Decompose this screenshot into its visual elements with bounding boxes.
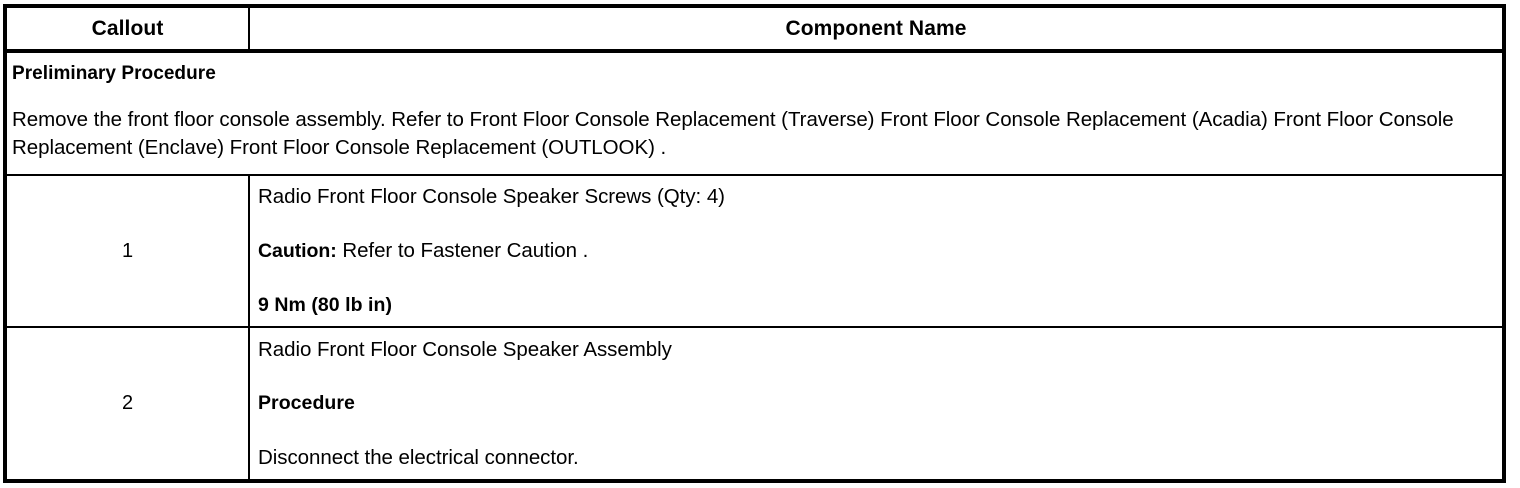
procedure-heading-2: Procedure — [258, 392, 355, 414]
caution-line-1: Caution: Refer to Fastener Caution . — [258, 237, 1496, 265]
table-row: 1 Radio Front Floor Console Speaker Scre… — [4, 174, 1505, 328]
preliminary-procedure-body: Remove the front floor console assembly.… — [12, 108, 1454, 159]
caution-label: Caution: — [258, 240, 337, 262]
component-name-2: Radio Front Floor Console Speaker Assemb… — [258, 338, 672, 361]
preliminary-procedure-title: Preliminary Procedure — [12, 63, 216, 84]
preliminary-procedure-row: Preliminary Procedure Remove the front f… — [4, 50, 1505, 176]
procedure-step-2: Disconnect the electrical connector. — [258, 446, 579, 469]
component-name-1: Radio Front Floor Console Speaker Screws… — [258, 185, 725, 208]
callout-number-1: 1 — [4, 174, 250, 328]
table-header-row: Callout Component Name — [4, 5, 1505, 53]
caution-text: Refer to Fastener Caution . — [336, 239, 589, 262]
component-cell-1: Radio Front Floor Console Speaker Screws… — [248, 174, 1505, 328]
component-lines-1: Radio Front Floor Console Speaker Screws… — [258, 183, 1496, 319]
component-cell-2: Radio Front Floor Console Speaker Assemb… — [248, 326, 1505, 482]
preliminary-procedure-cell: Preliminary Procedure Remove the front f… — [4, 50, 1505, 176]
table-row: 2 Radio Front Floor Console Speaker Asse… — [4, 326, 1505, 482]
column-header-callout: Callout — [4, 5, 250, 53]
callout-number-2: 2 — [4, 326, 250, 482]
component-lines-2: Radio Front Floor Console Speaker Assemb… — [258, 336, 1496, 471]
callout-component-table: Callout Component Name Preliminary Proce… — [3, 4, 1506, 483]
torque-spec-1: 9 Nm (80 lb in) — [258, 294, 393, 316]
column-header-component-name: Component Name — [248, 5, 1505, 53]
